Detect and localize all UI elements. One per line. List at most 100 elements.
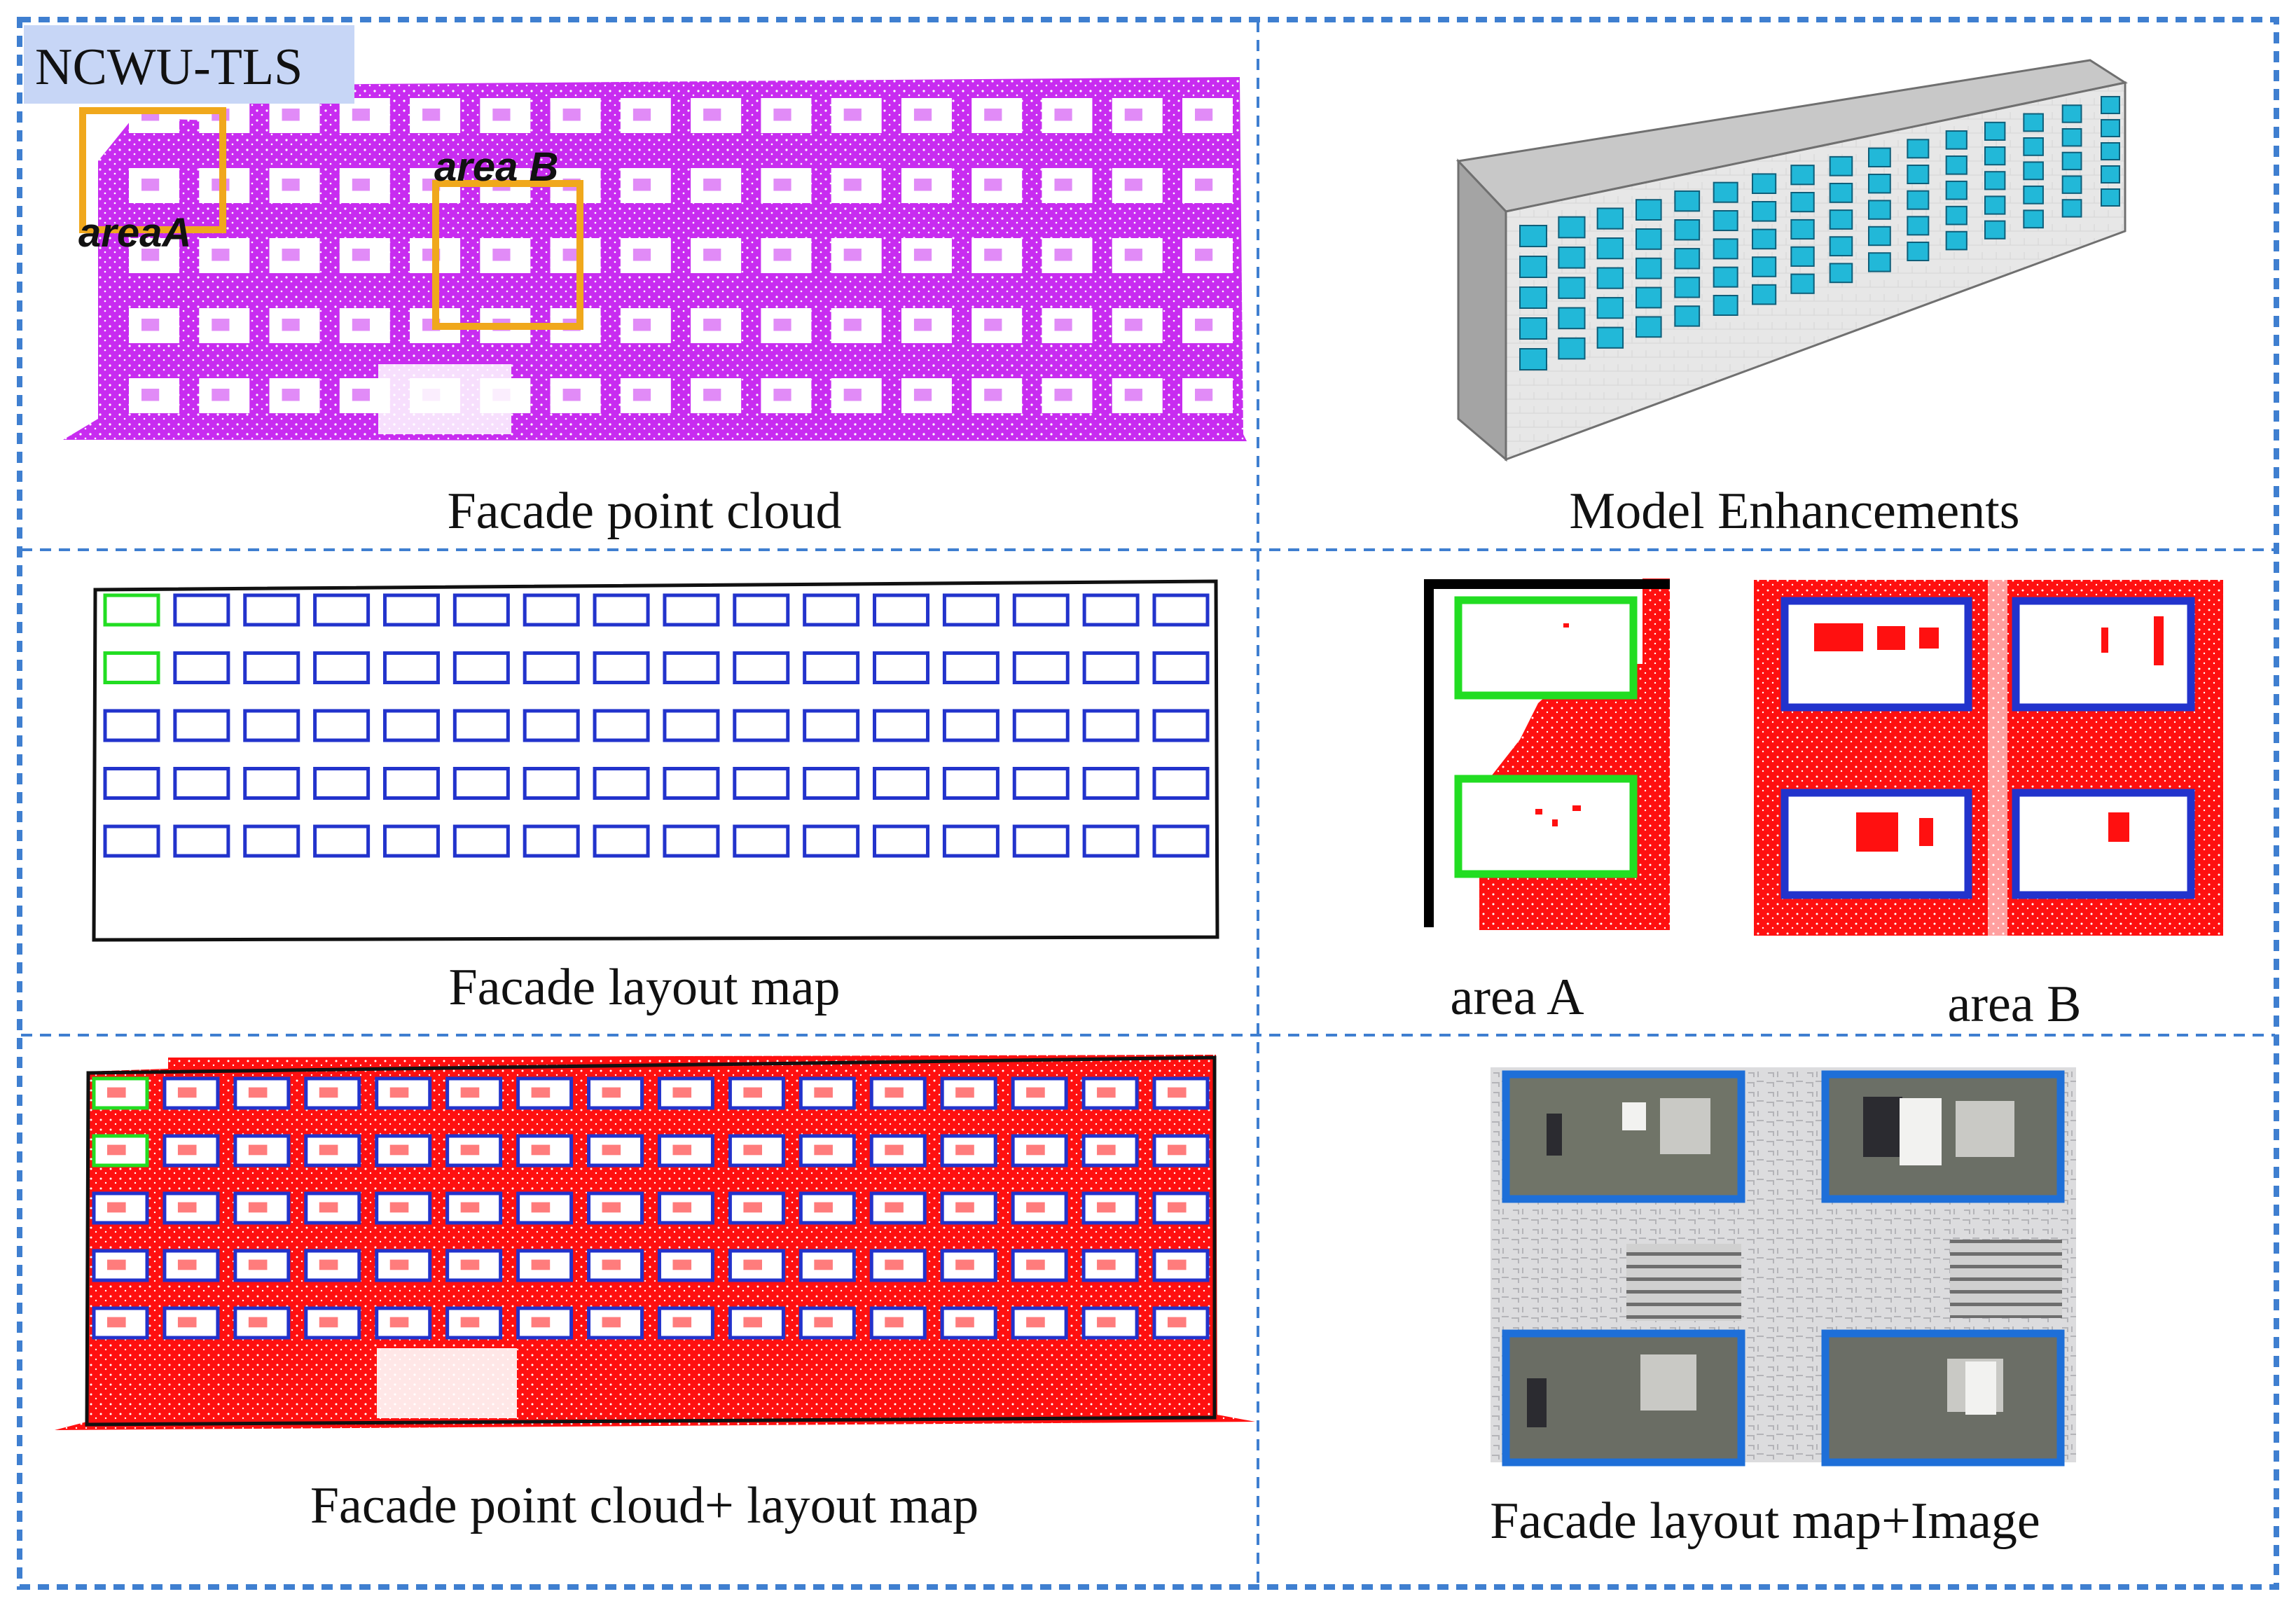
model-window (1519, 317, 1547, 340)
window-ov-windows-r3-c2 (233, 1249, 291, 1282)
window-lm-windows-r1-c7 (593, 651, 650, 684)
window-speckle (602, 1317, 621, 1328)
window-speckle (531, 1317, 551, 1328)
layout-windows (103, 593, 1210, 858)
area-b-white-pier (1988, 580, 2007, 936)
model-window (1674, 277, 1701, 298)
photo-vent-2 (1950, 1240, 2062, 1318)
window-speckle (107, 1087, 126, 1098)
window-lm-windows-r2-c15 (1152, 709, 1210, 742)
window-lm-windows-r0-c7 (593, 593, 650, 627)
window-lm-windows-r3-c8 (663, 767, 720, 800)
window-speckle (141, 319, 160, 331)
window-speckle (913, 319, 932, 331)
model-window (1868, 252, 1891, 272)
model-window (1752, 201, 1777, 222)
window-speckle (1026, 1087, 1045, 1098)
model-window (1596, 326, 1624, 349)
window-speckle (460, 1087, 480, 1098)
area-a-box (79, 107, 226, 233)
model-window (1829, 236, 1853, 257)
window-speckle (1124, 179, 1142, 191)
window-speckle (1195, 179, 1213, 191)
window-lm-windows-r3-c5 (452, 767, 510, 800)
window-lm-windows-r4-c5 (452, 824, 510, 858)
area-a-window-2 (1454, 775, 1638, 878)
window-lm-windows-r0-c12 (942, 593, 1000, 627)
window-lm-windows-r2-c11 (873, 709, 930, 742)
window-ov-windows-r2-c2 (233, 1191, 291, 1225)
window-speckle (562, 249, 581, 261)
model-window (1907, 242, 1930, 261)
window-speckle (984, 389, 1002, 401)
window-lm-windows-r0-c5 (452, 593, 510, 627)
model-window (1674, 190, 1701, 212)
window-speckle (773, 319, 791, 331)
model-window (1635, 257, 1662, 279)
window-speckle (352, 109, 370, 121)
window-speckle (177, 1087, 197, 1098)
model-window (1752, 228, 1777, 250)
window-speckle (602, 1144, 621, 1156)
window-lm-windows-r1-c5 (452, 651, 510, 684)
window-speckle (107, 1144, 126, 1156)
window-lm-windows-r3-c9 (733, 767, 790, 800)
window-speckle (1054, 319, 1072, 331)
photo-window-box-4 (1821, 1329, 2065, 1467)
window-lm-windows-r4-c13 (1012, 824, 1070, 858)
window-lm-windows-r1-c4 (382, 651, 440, 684)
window-speckle (1195, 109, 1213, 121)
window-lm-windows-r1-c3 (313, 651, 371, 684)
window-speckle (107, 1317, 126, 1328)
model-window (1829, 209, 1853, 230)
window-speckle (1195, 389, 1213, 401)
window-lm-windows-r1-c14 (1082, 651, 1140, 684)
model-window (2061, 128, 2082, 147)
window-lm-windows-r2-c9 (733, 709, 790, 742)
window-lm-windows-r0-c15 (1152, 593, 1210, 627)
overlay-outline (85, 1055, 1217, 1427)
window-speckle (913, 109, 932, 121)
window-speckle (282, 319, 300, 331)
window-speckle (248, 1317, 268, 1328)
window-speckle (1168, 1144, 1187, 1156)
window-ov-windows-r3-c7 (587, 1249, 644, 1282)
window-speckle (1168, 1259, 1187, 1270)
model-window (1945, 130, 1967, 150)
area-b-window-1 (1780, 597, 1972, 712)
window-lm-windows-r4-c1 (173, 824, 230, 858)
window-speckle (1168, 1087, 1187, 1098)
caption-model: Model Enhancements (1569, 483, 2019, 540)
window-lm-windows-r1-c2 (243, 651, 300, 684)
window-lm-windows-r4-c14 (1082, 824, 1140, 858)
model-window (1558, 277, 1586, 299)
window-speckle (1124, 319, 1142, 331)
window-speckle (602, 1202, 621, 1213)
model-window (1752, 284, 1777, 305)
window-speckle (352, 319, 370, 331)
window-speckle (107, 1202, 126, 1213)
window-lm-windows-r3-c10 (803, 767, 860, 800)
window-lm-windows-r4-c7 (593, 824, 650, 858)
window-speckle (282, 389, 300, 401)
window-speckle (843, 179, 862, 191)
window-speckle (955, 1317, 974, 1328)
window-speckle (212, 249, 230, 261)
window-lm-windows-r2-c14 (1082, 709, 1140, 742)
model-window (2061, 175, 2082, 194)
window-lm-windows-r4-c10 (803, 824, 860, 858)
model-window (1635, 316, 1662, 338)
window-speckle (531, 1087, 551, 1098)
window-speckle (885, 1087, 904, 1098)
model-window (1945, 180, 1967, 200)
window-speckle (319, 1087, 338, 1098)
window-lm-windows-r4-c9 (733, 824, 790, 858)
window-speckle (814, 1202, 833, 1213)
window-speckle (1124, 249, 1142, 261)
window-speckle (743, 1317, 762, 1328)
window-speckle (460, 1202, 480, 1213)
window-speckle (703, 109, 721, 121)
window-ov-windows-r0-c14 (1081, 1076, 1139, 1110)
window-lm-windows-r0-c3 (313, 593, 371, 627)
window-speckle (955, 1259, 974, 1270)
